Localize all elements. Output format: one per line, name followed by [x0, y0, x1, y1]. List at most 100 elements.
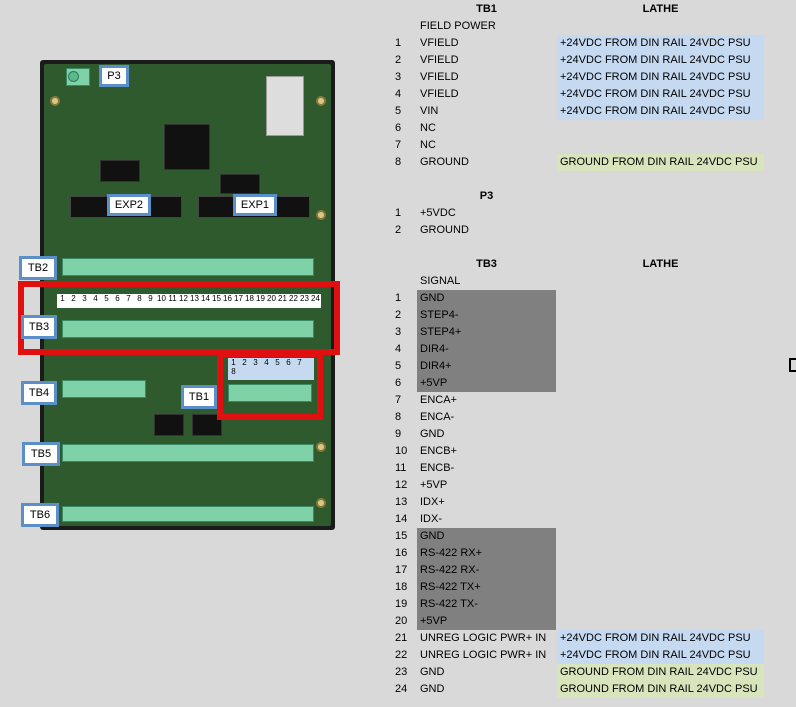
pin-name-cell: GND [420, 666, 445, 678]
tb1-subheader: FIELD POWER [420, 20, 496, 32]
lathe-connection-cell: +24VDC FROM DIN RAIL 24VDC PSU [557, 647, 764, 664]
pin-number-cell: 2 [395, 54, 402, 66]
tb6-terminal [62, 506, 314, 522]
pin-number: 9 [148, 294, 153, 303]
lathe-connection-cell: +24VDC FROM DIN RAIL 24VDC PSU [557, 630, 764, 647]
pin-number: 6 [115, 294, 120, 303]
pin-number-cell: 4 [395, 343, 402, 355]
pin-number: 15 [212, 294, 221, 303]
ic-chip [192, 414, 222, 436]
pin-number-cell: 14 [395, 513, 408, 525]
pin-number-cell: 17 [395, 564, 408, 576]
pin-number-cell: 6 [395, 377, 402, 389]
pin-number-cell: 11 [395, 462, 407, 474]
tb3-highlight-box [18, 281, 340, 355]
column-divider [556, 0, 557, 707]
pin-name-cell: VFIELD [420, 54, 459, 66]
pin-name-cell: GND [417, 290, 556, 307]
tb6-label: TB6 [21, 503, 59, 527]
pin-name-cell: VFIELD [420, 37, 459, 49]
mount-hole [316, 442, 326, 452]
p3-label: P3 [99, 65, 129, 87]
tb2-label: TB2 [19, 256, 57, 280]
lathe-connection-cell: +24VDC FROM DIN RAIL 24VDC PSU [557, 103, 764, 120]
pin-name-cell: VFIELD [420, 88, 459, 100]
tb2-terminal [62, 258, 314, 276]
pin-number: 8 [137, 294, 142, 303]
pin-number-cell: 1 [395, 37, 402, 49]
pin-number: 14 [201, 294, 210, 303]
mount-hole [50, 96, 60, 106]
pin-name-cell: UNREG LOGIC PWR+ IN [420, 632, 547, 644]
pin-number-cell: 7 [395, 394, 402, 406]
pin-number: 4 [93, 294, 98, 303]
pin-number: 13 [190, 294, 199, 303]
pin-name-cell: ENCB- [420, 462, 455, 474]
pin-name-cell: STEP4+ [417, 324, 556, 341]
pin-name-cell: +5VDC [420, 207, 456, 219]
pin-number: 19 [256, 294, 265, 303]
pin-number-cell: 3 [395, 71, 402, 83]
tb1-header: TB1 [476, 3, 497, 15]
tb4-label: TB4 [21, 381, 57, 405]
pin-number-cell: 2 [395, 224, 402, 236]
pin-name-cell: GROUND [420, 156, 469, 168]
ic-chip [154, 414, 184, 436]
column-divider [391, 0, 392, 707]
exp1-label: EXP1 [233, 194, 277, 216]
tb3-header: TB3 [476, 258, 497, 270]
pin-number-cell: 8 [395, 156, 402, 168]
pin-name-cell: IDX- [420, 513, 442, 525]
pin-name-cell: RS-422 TX- [417, 596, 556, 613]
pin-name-cell: ENCB+ [420, 445, 457, 457]
pin-number: 16 [223, 294, 232, 303]
pin-name-cell: ENCA+ [420, 394, 457, 406]
pin-number-cell: 16 [395, 547, 408, 559]
ic-chip [220, 174, 260, 194]
lathe-connection-cell: GROUND FROM DIN RAIL 24VDC PSU [557, 154, 764, 171]
pin-number-cell: 1 [395, 292, 402, 304]
pin-number: 6 [286, 358, 291, 367]
tb3-terminal [62, 320, 314, 338]
pin-number-cell: 10 [395, 445, 408, 457]
pin-name-cell: +5VP [420, 479, 448, 491]
pin-name-cell: GND [417, 528, 556, 545]
pin-number: 8 [231, 367, 236, 376]
ethernet-jack [266, 76, 304, 136]
ic-chip [100, 160, 140, 182]
pin-name-cell: UNREG LOGIC PWR+ IN [420, 649, 547, 661]
pin-name-cell: VFIELD [420, 71, 459, 83]
pin-name-cell: RS-422 RX- [417, 562, 556, 579]
pin-number-cell: 21 [395, 632, 408, 644]
pin-number: 21 [278, 294, 287, 303]
tb1-terminal [228, 384, 312, 402]
pin-number: 17 [234, 294, 243, 303]
pin-name-cell: DIR4+ [417, 358, 556, 375]
mount-hole [316, 210, 326, 220]
pin-number: 11 [168, 294, 177, 303]
pin-number-cell: 5 [395, 360, 402, 372]
pin-name-cell: GND [420, 428, 445, 440]
pin-number: 10 [157, 294, 166, 303]
lathe-connection-cell: +24VDC FROM DIN RAIL 24VDC PSU [557, 86, 764, 103]
pin-number-cell: 12 [395, 479, 408, 491]
pin-number: 7 [297, 358, 302, 367]
pin-name-cell: NC [420, 139, 436, 151]
p3-header: P3 [479, 190, 494, 202]
column-divider [416, 0, 417, 707]
pin-number-cell: 5 [395, 105, 402, 117]
lathe-connection-cell: +24VDC FROM DIN RAIL 24VDC PSU [557, 35, 764, 52]
tb4-terminal [62, 380, 146, 398]
pin-number-cell: 1 [395, 207, 402, 219]
lathe-connection-cell: GROUND FROM DIN RAIL 24VDC PSU [557, 681, 764, 698]
pin-number-cell: 22 [395, 649, 408, 661]
pin-number-cell: 6 [395, 122, 402, 134]
pin-name-cell: GND [420, 683, 445, 695]
mount-hole [316, 96, 326, 106]
pin-name-cell: IDX+ [420, 496, 445, 508]
pin-number-cell: 7 [395, 139, 402, 151]
lathe-connection-cell: +24VDC FROM DIN RAIL 24VDC PSU [557, 69, 764, 86]
tb3-subheader: SIGNAL [420, 275, 461, 287]
